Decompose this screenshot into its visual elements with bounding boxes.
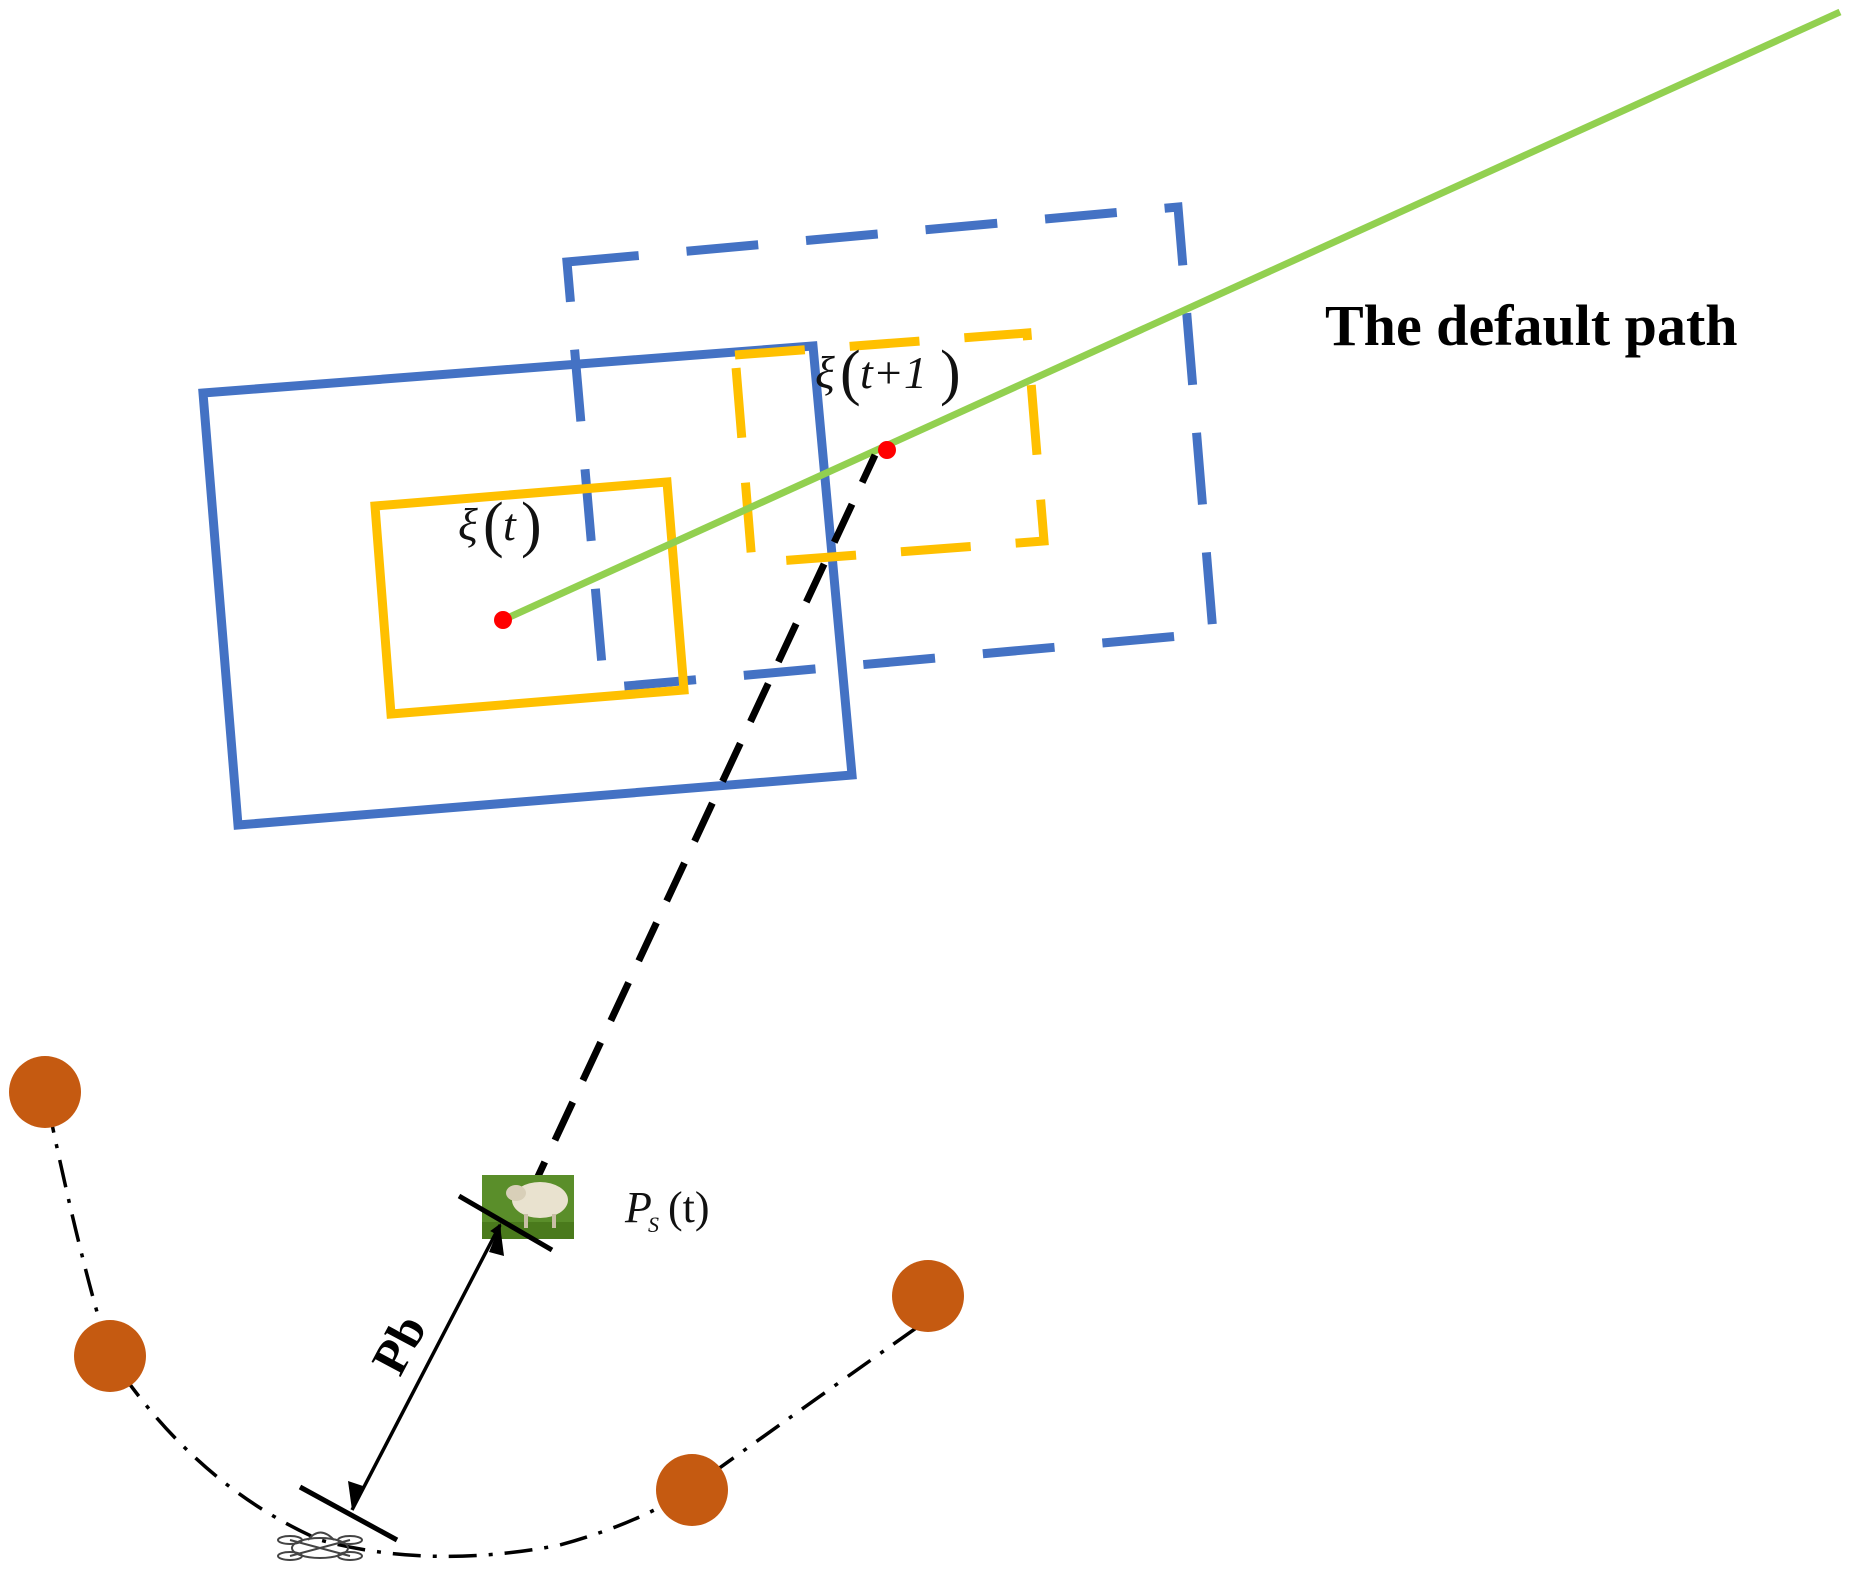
target-tick <box>457 1193 554 1253</box>
default-path-line <box>501 8 1842 624</box>
default-path-label: The default path <box>1325 293 1738 358</box>
xi-t-label: ξ ( t ) <box>458 491 542 559</box>
formation-node <box>656 1454 728 1526</box>
svg-text:t: t <box>503 499 517 550</box>
svg-text:): ) <box>940 339 961 407</box>
svg-text:ξ: ξ <box>815 347 835 398</box>
formation-node <box>9 1056 81 1128</box>
svg-text:ξ: ξ <box>458 499 478 550</box>
arrowhead-down <box>348 1481 363 1510</box>
ps-label: P S (t) <box>624 1183 710 1237</box>
svg-text:): ) <box>521 491 542 559</box>
svg-text:S: S <box>648 1212 659 1237</box>
svg-text:P: P <box>624 1183 652 1232</box>
formation-node <box>892 1260 964 1332</box>
next-view-blue-frame-dashed <box>562 202 1218 693</box>
distance-pb-arrow <box>350 1223 502 1511</box>
formation-node <box>74 1320 146 1392</box>
svg-text:t+1: t+1 <box>860 347 927 398</box>
svg-text:(: ( <box>840 339 861 407</box>
drone-icon <box>277 1531 363 1561</box>
sheep-image-icon <box>482 1175 574 1239</box>
predicted-trajectory-dashed <box>523 453 879 1202</box>
current-target-yellow-frame <box>370 477 689 719</box>
svg-text:(t): (t) <box>668 1183 710 1232</box>
uav-tick <box>298 1484 399 1543</box>
current-view-blue-frame <box>198 341 857 830</box>
point-xi-t <box>494 611 512 629</box>
svg-text:(: ( <box>483 491 504 559</box>
uav-orbit-arc <box>46 1104 962 1559</box>
point-xi-t-plus-1 <box>878 441 896 459</box>
arrowhead-up <box>489 1225 504 1256</box>
next-target-yellow-frame-dashed <box>730 328 1049 568</box>
xi-t-plus-1-label: ξ ( t+1 ) <box>815 339 961 407</box>
